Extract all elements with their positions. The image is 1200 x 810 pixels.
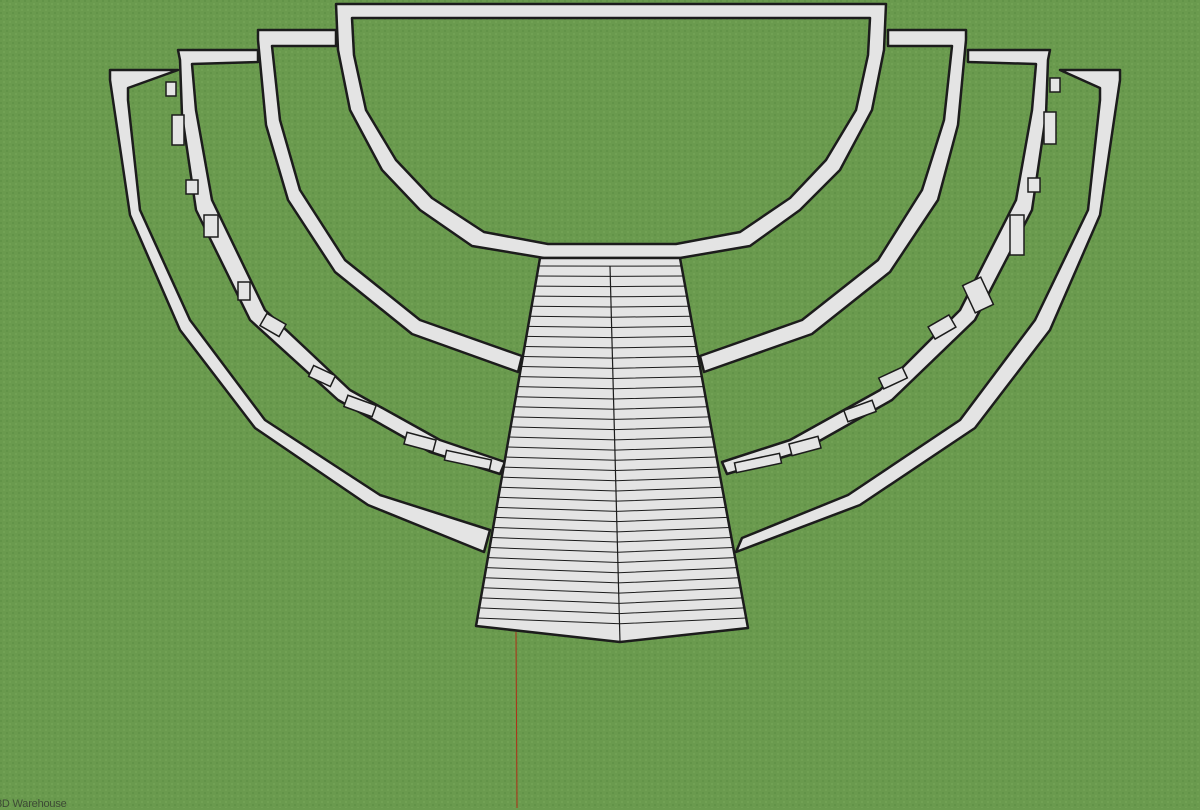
watermark-text: 3D Warehouse bbox=[0, 798, 67, 810]
